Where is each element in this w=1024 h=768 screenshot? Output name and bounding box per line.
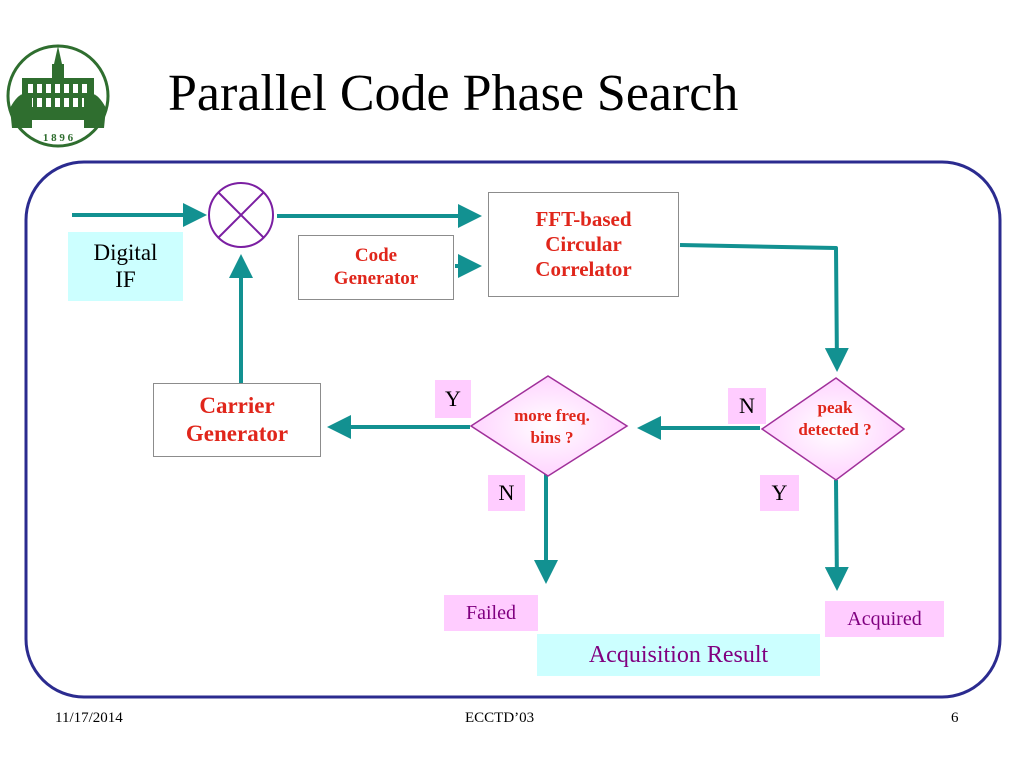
carrier-generator-box: Carrier Generator (153, 383, 321, 457)
arrow-fft-to-peak (679, 243, 849, 372)
rounded-frame (24, 160, 1002, 699)
bins-yes-label: Y (435, 380, 471, 418)
fft-correlator-box: FFT-based Circular Correlator (488, 192, 679, 297)
bins-decision-diamond (469, 375, 629, 477)
footer-date: 11/17/2014 (55, 710, 123, 726)
multiplier-circle-icon (208, 182, 274, 248)
arrow-peak-to-acquired (824, 479, 849, 591)
peak-decision-label: peak detected ? (798, 398, 872, 440)
fft-correlator-label: FFT-based Circular Correlator (535, 206, 632, 282)
peak-yes-label: Y (760, 475, 799, 511)
digital-if-input-box: Digital IF (68, 232, 183, 301)
peak-no-label: N (728, 388, 766, 424)
peak-decision-diamond (760, 377, 906, 481)
bins-decision-label: more freq. bins ? (514, 406, 590, 448)
slide-title: Parallel Code Phase Search (168, 65, 739, 122)
bins-no-label: N (488, 475, 525, 511)
logo-year: 1 8 9 6 (43, 132, 74, 144)
footer-conference: ECCTD’03 (465, 710, 535, 726)
carrier-generator-label: Carrier Generator (185, 393, 289, 446)
code-generator-box: Code Generator (298, 235, 454, 300)
footer-page-number: 6 (951, 710, 959, 726)
digital-if-label: Digital IF (93, 240, 158, 292)
failed-label: Failed (444, 595, 538, 631)
acquisition-result-label: Acquisition Result (537, 634, 820, 676)
code-generator-label: Code Generator (333, 244, 419, 289)
university-building-logo-icon: 1 8 9 6 (6, 44, 110, 148)
acquired-label: Acquired (825, 601, 944, 637)
